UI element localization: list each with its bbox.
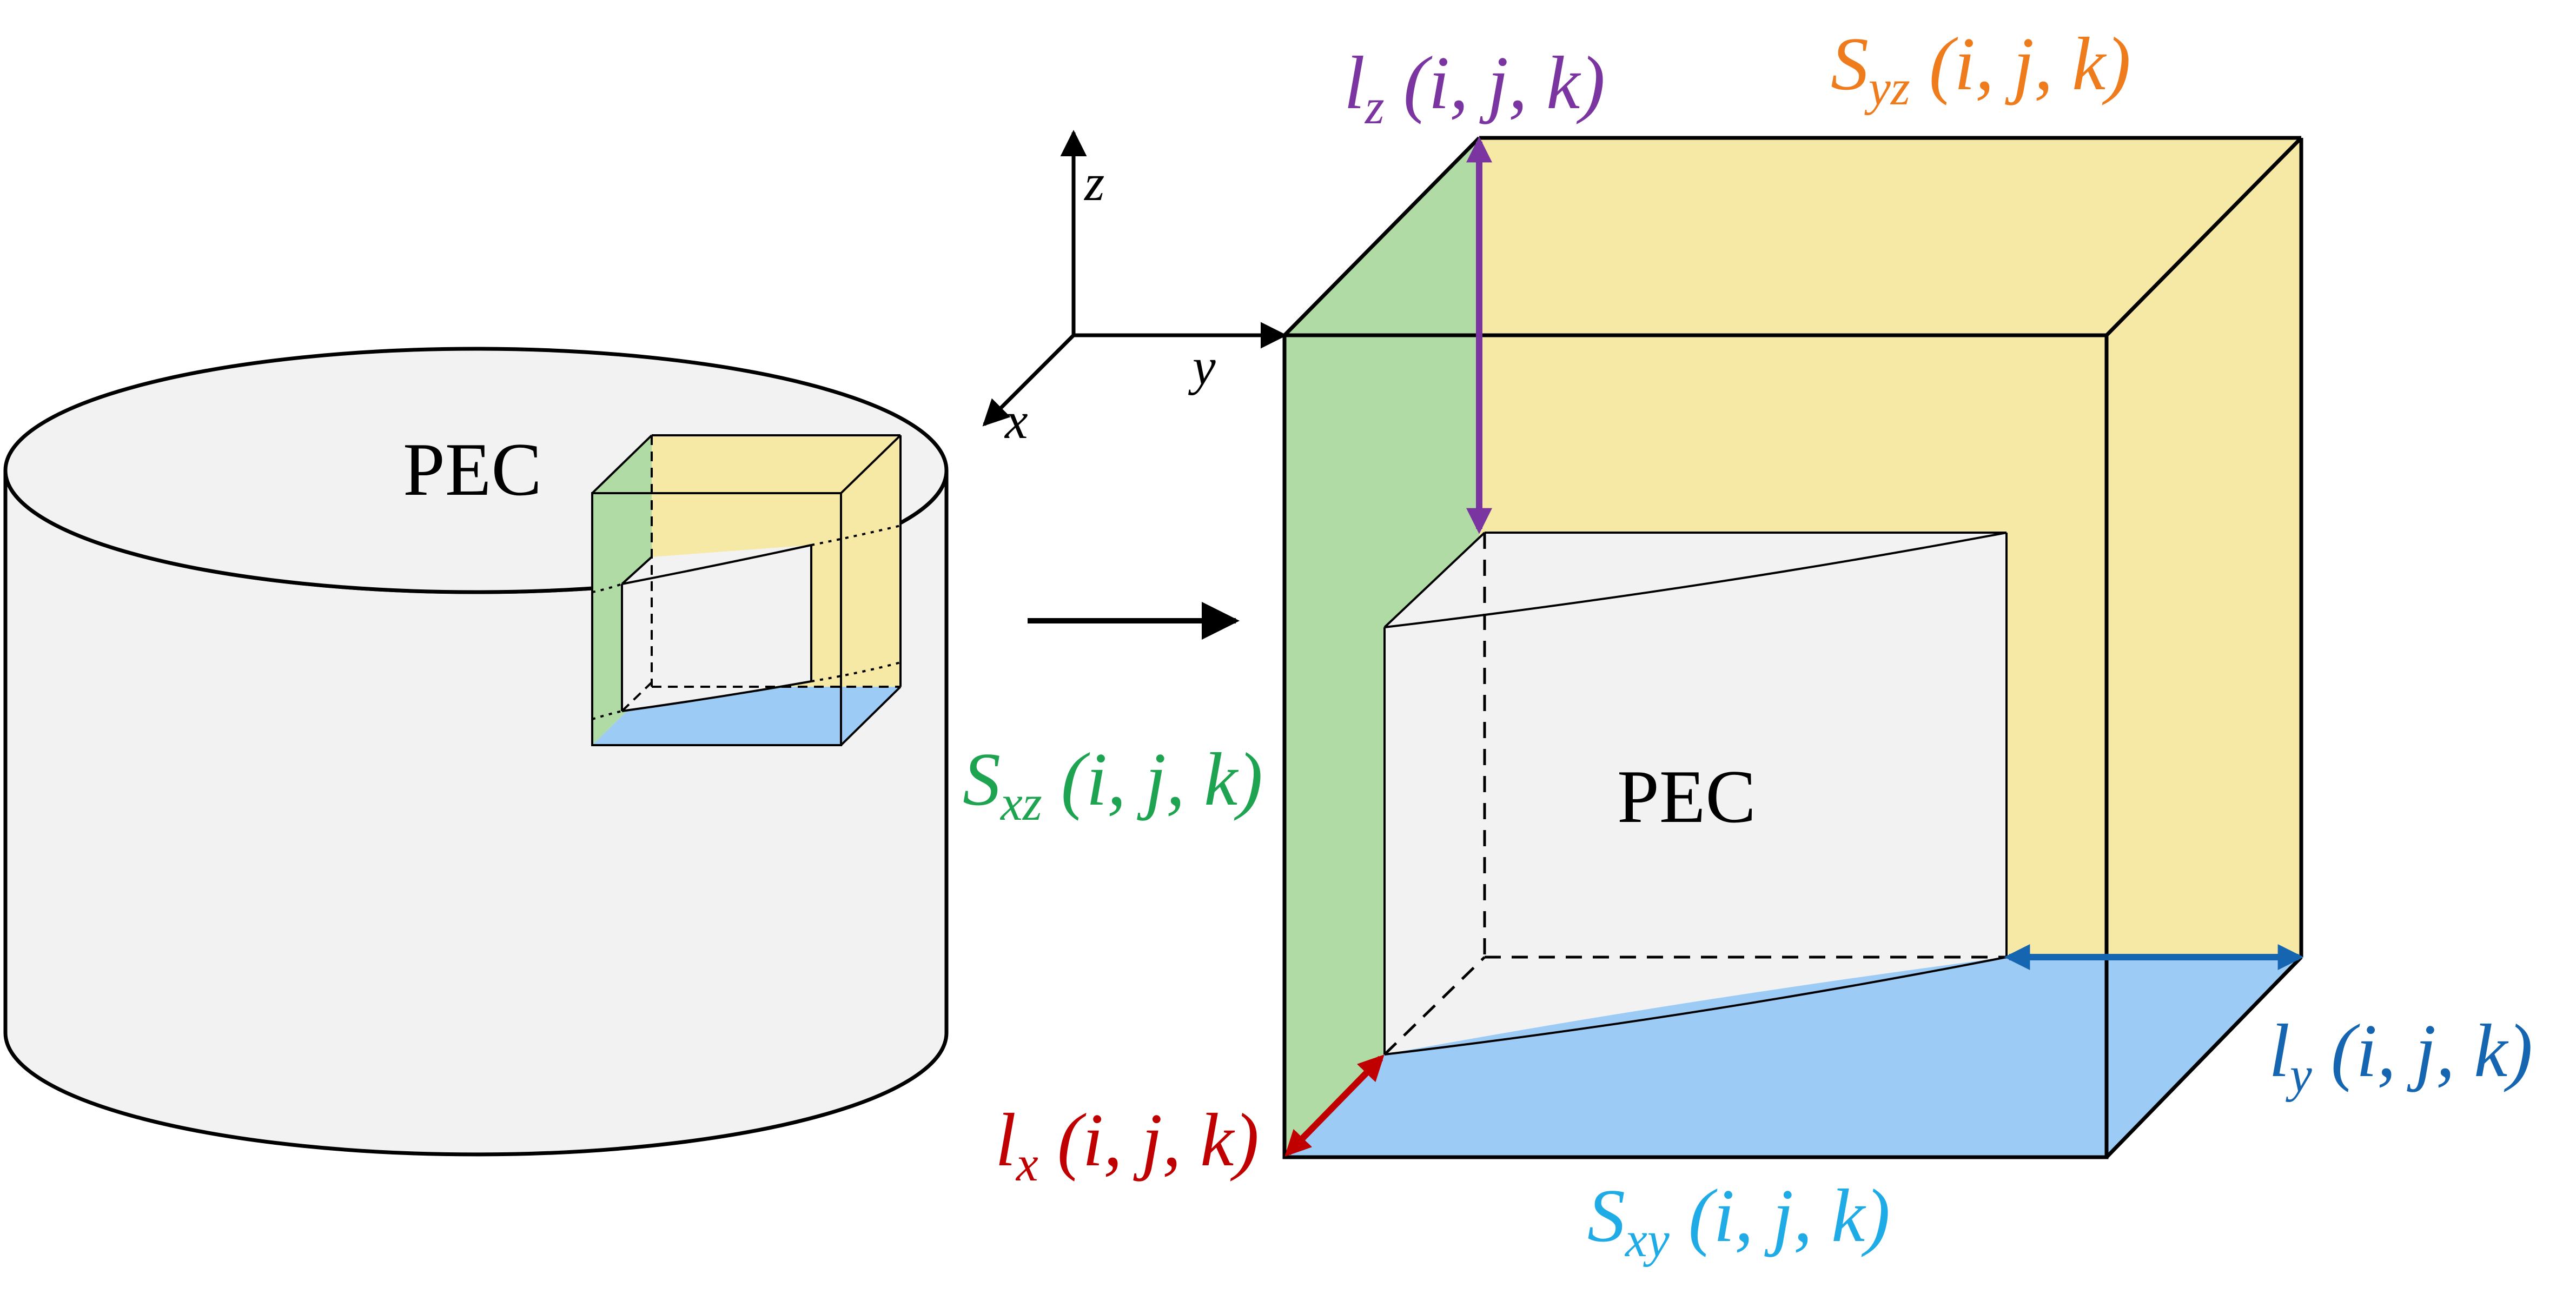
large-cell-pec-region <box>1385 533 2007 1054</box>
lx-arrow <box>1284 1054 1385 1157</box>
axis-x-label: x <box>1004 391 1028 449</box>
large-cell <box>1282 136 2303 1159</box>
pec-label-large: PEC <box>1617 755 1756 839</box>
axis-y-label: y <box>1188 337 1216 395</box>
sxy-label: Sxy (i, j, k) <box>1587 1174 1890 1267</box>
axis-x-line <box>982 334 1075 427</box>
ly-label: ly (i, j, k) <box>2269 1009 2533 1102</box>
lz-label: lz (i, j, k) <box>1344 41 1605 134</box>
lx-label: lx (i, j, k) <box>995 1098 1259 1191</box>
sxz-label: Sxz (i, j, k) <box>963 738 1263 831</box>
small-cell-pec-region <box>622 545 811 711</box>
syz-label: Syz (i, j, k) <box>1831 22 2131 115</box>
small-cell <box>591 434 902 746</box>
pec-label-small: PEC <box>403 428 542 512</box>
coordinate-axes <box>982 130 1287 427</box>
axis-z-label: z <box>1083 154 1104 211</box>
